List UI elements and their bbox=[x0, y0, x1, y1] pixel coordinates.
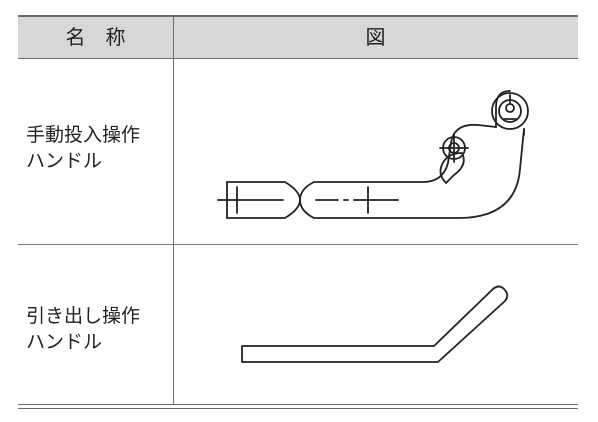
handle-table: 名 称 図 手動投入操作 ハンドル 引き出し操作 ハンドル bbox=[18, 15, 578, 409]
column-divider bbox=[173, 17, 174, 405]
table-header: 名 称 図 bbox=[18, 17, 578, 59]
row-2-name: 引き出し操作 ハンドル bbox=[18, 303, 173, 355]
row-divider bbox=[18, 244, 578, 245]
table-bottom-rule bbox=[18, 404, 578, 409]
row-1-name: 手動投入操作 ハンドル bbox=[18, 122, 173, 174]
header-figure: 図 bbox=[365, 25, 386, 49]
table-top-rule bbox=[18, 15, 578, 17]
draw-out-handle-icon bbox=[241, 285, 509, 363]
row-1-name-line-2: ハンドル bbox=[26, 150, 103, 172]
row-2-name-line-1: 引き出し操作 bbox=[26, 305, 141, 327]
manual-closing-handle-icon bbox=[217, 90, 529, 219]
row-2-name-line-2: ハンドル bbox=[26, 331, 103, 353]
row-1-name-line-1: 手動投入操作 bbox=[26, 124, 141, 146]
header-name: 名 称 bbox=[65, 25, 126, 49]
